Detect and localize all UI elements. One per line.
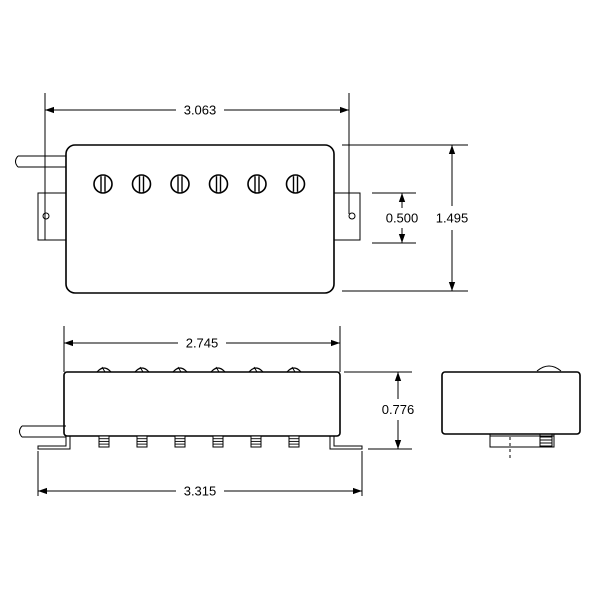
top-view: 3.063 0.500 1.495: [15, 93, 469, 294]
pole-screw-thread: [288, 435, 300, 448]
front-view-pole-screws: [96, 366, 302, 448]
dimension-pole-spacing-label: 0.500: [386, 211, 419, 226]
pole-screw-head: [96, 366, 112, 373]
dimension-side-height: 0.776: [344, 371, 415, 450]
front-view-base-plate: [37, 436, 363, 450]
dimension-side-height-label: 0.776: [382, 402, 415, 417]
pole-piece: [208, 174, 229, 194]
pole-screw-head: [172, 366, 188, 373]
top-view-pole-pieces: [93, 174, 306, 194]
dimension-overall-height-label: 1.495: [436, 211, 469, 226]
pole-piece: [247, 174, 267, 194]
side-view: [441, 365, 581, 460]
side-view-base-plate: [489, 434, 555, 460]
pole-screw-thread: [136, 435, 148, 448]
dimension-body-width-label: 2.745: [186, 336, 219, 351]
pole-piece: [93, 174, 113, 194]
front-view: 2.745 0.776 3.315: [19, 326, 415, 499]
side-view-pole-screw: [539, 433, 553, 447]
dimension-overall-length-label: 3.315: [184, 484, 217, 499]
pole-screw-head: [248, 366, 264, 373]
dimension-body-width: 2.745: [63, 326, 341, 372]
pole-screw-head: [286, 366, 302, 373]
pole-screw-thread: [174, 435, 186, 448]
pole-piece: [285, 174, 306, 194]
dimension-top-width-label: 3.063: [184, 103, 217, 118]
top-view-lead-wire: [15, 155, 66, 168]
front-view-lead-wire: [19, 425, 66, 438]
dimension-pole-spacing: 0.500: [372, 192, 419, 244]
top-view-left-mounting-ear: [37, 192, 66, 241]
side-view-screw-head: [536, 365, 562, 372]
front-view-pickup-body: [63, 371, 341, 437]
side-view-pickup-body: [441, 371, 581, 435]
pole-screw-thread: [98, 435, 110, 448]
pole-screw-head: [134, 366, 150, 373]
dimension-overall-height: 1.495: [342, 144, 469, 292]
pole-piece: [131, 174, 152, 194]
pole-screw-head: [210, 366, 226, 373]
pole-piece: [170, 174, 190, 194]
top-view-pickup-body: [65, 144, 335, 294]
pole-screw-thread: [212, 435, 224, 448]
dimension-overall-length: 3.315: [37, 451, 363, 499]
dimension-top-width: 3.063: [44, 93, 350, 240]
top-view-right-mounting-ear: [334, 192, 361, 241]
pole-screw-thread: [250, 435, 262, 448]
